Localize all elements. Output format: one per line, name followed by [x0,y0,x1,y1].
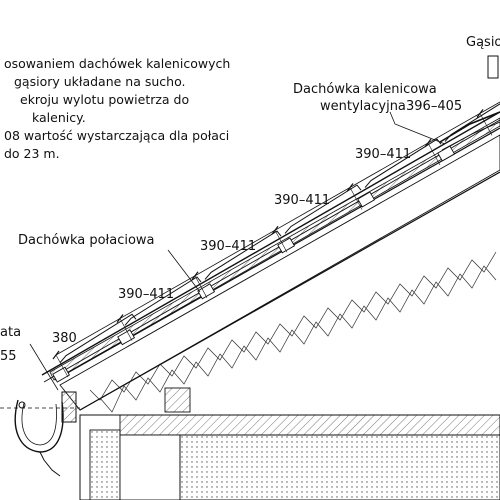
ridge-tile-inner [441,121,500,151]
leader-eaves [29,343,59,391]
labels: Gąsio Dachówka kalenicowa wentylacyjna D… [0,35,500,391]
dimension-extension [274,230,288,253]
label-gasior: Gąsio [466,35,500,50]
batten [52,366,71,383]
dim-390-411-a: 390–411 [355,147,411,162]
dimension-chain: 396–405 390–411 390–411 390–411 390–411 … [0,99,500,378]
dim-396-405: 396–405 [406,99,462,114]
gasior-marker [487,55,499,79]
note-line-3: ekroju wylotu powietrza do [20,92,189,107]
tile-profile [284,184,362,234]
label-ridge-tile-1: Dachówka kalenicowa [293,82,437,97]
dimension-ticks [52,109,493,378]
wall-plate-beam [164,387,191,413]
dimension-extension [349,187,363,210]
leader-ridge-tile [389,111,446,145]
ceiling-insulation [179,434,500,500]
rafter-bottom-line [79,171,500,411]
wall-plate [119,434,181,500]
eaves-detail [0,387,500,500]
ceiling-slab [119,414,500,436]
battens [52,145,456,383]
wall-block-left [89,429,121,500]
dim-380: 380 [52,331,77,346]
note-line-4: kalenicy. [32,110,86,125]
ridge-area [439,55,500,151]
gutter-bead [18,401,26,409]
dim-55: 55 [0,349,17,364]
batten [277,237,296,254]
tile-profile [124,276,202,326]
dim-390-411-c: 390–411 [200,239,256,254]
batten [117,329,136,346]
dimension-extension [194,275,208,298]
label-ridge-tile-2: wentylacyjna [320,99,406,114]
dimension-extension [119,318,133,341]
ridge-tile-profile [439,111,500,143]
dimension-line [55,101,500,356]
insulation-layer [59,134,500,411]
tile-surface-line [41,111,500,376]
batten [357,191,376,208]
tile-profile [204,230,282,280]
dimension-extension [479,113,493,136]
leader-roof-tile [167,249,201,293]
note-line-2: gąsiory układane na sucho. [14,74,185,89]
label-eaves-fragment: ata [0,325,21,340]
batten [437,145,456,162]
dimension-extension [55,354,69,378]
batten [197,283,216,300]
note-line-6: do 23 m. [4,146,60,161]
roof-structure [41,111,500,413]
note-line-1: osowaniem dachówek kalenicowych [4,56,230,71]
gutter-hook [39,451,61,477]
gutter-inner [21,402,57,446]
insulation-zigzag [89,251,497,413]
label-roof-tile: Dachówka połaciowa [18,233,155,248]
notes-block: osowaniem dachówek kalenicowych gąsiory … [4,56,230,161]
dimension-extension [427,142,441,166]
note-line-5: 08 wartość wystarczająca dla połaci [4,128,229,143]
dim-390-411-b: 390–411 [274,193,330,208]
dim-390-411-d: 390–411 [118,287,174,302]
fascia-board [61,391,77,423]
